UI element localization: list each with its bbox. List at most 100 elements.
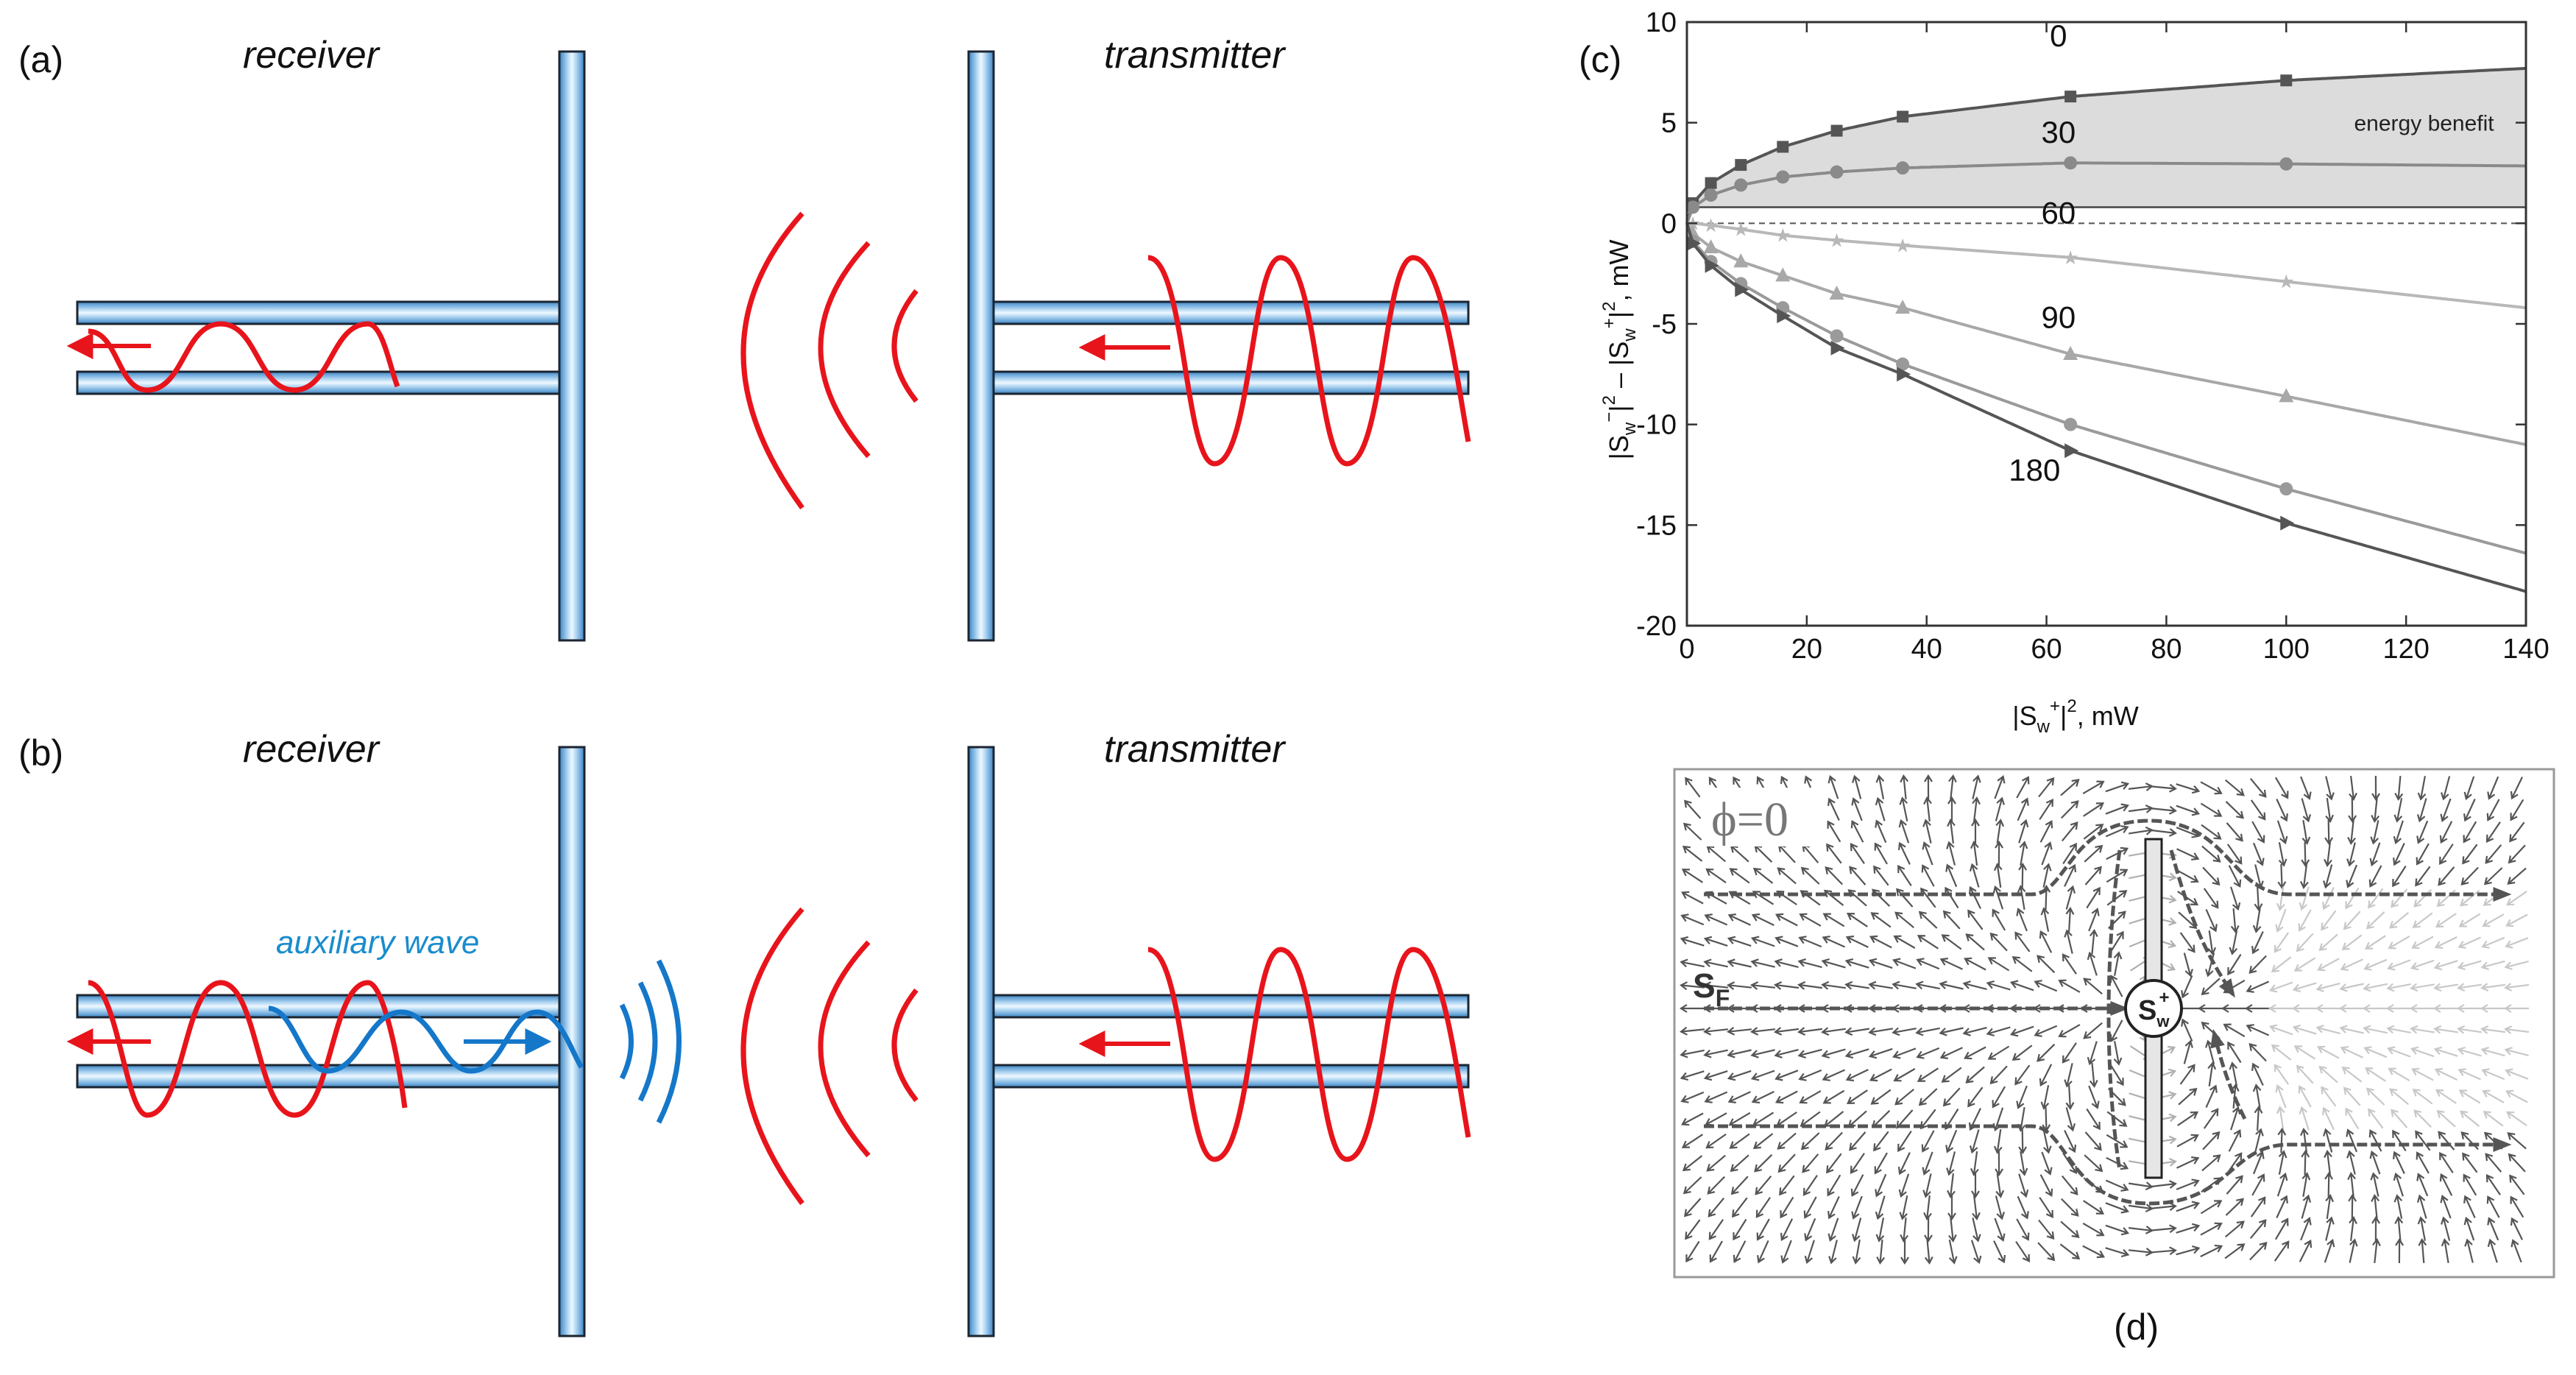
field-arrow — [2457, 1025, 2482, 1034]
field-arrow — [2105, 1224, 2130, 1236]
field-arrow — [1681, 1134, 1704, 1148]
field-arrow — [1994, 775, 2006, 799]
field-arrow — [2083, 1200, 2105, 1215]
field-arrow — [2042, 863, 2052, 888]
field-arrow — [1965, 1066, 1985, 1084]
curve-label-180: 180 — [2009, 453, 2060, 487]
series-marker-180 — [1897, 367, 1911, 382]
field-arrow — [2324, 1238, 2335, 1263]
x-tick-label: 120 — [2382, 634, 2429, 665]
field-arrow — [1777, 1153, 1796, 1173]
received-wave — [88, 321, 400, 393]
field-arrow — [2252, 1150, 2265, 1175]
field-arrow — [2062, 842, 2077, 865]
field-arrow — [1939, 958, 1963, 970]
field-arrow — [1821, 980, 1846, 990]
field-arrow — [2298, 909, 2312, 932]
field-arrow — [2458, 1089, 2481, 1104]
field-arrow — [1987, 1045, 2010, 1060]
field-arrow — [1995, 819, 2005, 844]
field-arrow — [1892, 1027, 1917, 1036]
field-arrow — [2457, 983, 2482, 992]
field-arrow — [1821, 1027, 1846, 1036]
field-arrow — [2483, 1111, 2504, 1127]
field-arrow — [2223, 1023, 2246, 1038]
field-arrow — [1730, 1176, 1749, 1195]
series-marker-180 — [1705, 258, 1719, 273]
field-arrow — [1708, 1219, 1724, 1240]
field-arrow — [1873, 1131, 1889, 1152]
field-arrow — [2201, 824, 2222, 840]
field-arrow — [2339, 983, 2364, 992]
radiated-wavefronts — [740, 907, 919, 1206]
field-arrow — [1941, 934, 1962, 950]
field-arrow — [1682, 845, 1703, 862]
field-arrow — [2372, 1238, 2381, 1264]
field-arrow — [2393, 843, 2405, 866]
field-arrow — [1947, 819, 1956, 844]
field-arrow — [2346, 864, 2358, 888]
field-arrow — [2106, 846, 2129, 860]
x-tick-label: 140 — [2502, 634, 2549, 665]
field-arrow — [2037, 1242, 2056, 1262]
field-arrow — [1729, 1133, 1750, 1149]
x-tick-label: 100 — [2263, 634, 2310, 665]
field-arrow — [2128, 782, 2154, 791]
field-arrow — [2229, 1061, 2238, 1086]
field-arrow — [1732, 1197, 1748, 1218]
field-arrow — [2410, 1025, 2435, 1034]
field-arrow — [1703, 1027, 1729, 1036]
field-arrow — [1967, 909, 1984, 930]
field-arrow — [1750, 1049, 1775, 1058]
series-marker-60: ★ — [1702, 215, 1719, 237]
field-arrow — [2480, 1004, 2505, 1013]
field-arrow — [2315, 1004, 2340, 1013]
field-arrow — [1939, 1047, 1963, 1059]
field-arrow — [2460, 866, 2479, 886]
field-arrow — [2485, 821, 2501, 844]
field-arrow — [1774, 958, 1799, 968]
field-arrow — [2299, 1106, 2310, 1131]
field-arrow — [2276, 820, 2288, 845]
field-arrow — [2183, 952, 2193, 978]
field-arrow — [1969, 1129, 1980, 1154]
field-arrow — [1892, 958, 1917, 969]
field-arrow — [1850, 819, 1864, 843]
field-arrow — [2299, 1239, 2313, 1262]
field-arrow — [2201, 978, 2221, 996]
y-tick-label: -10 — [1636, 410, 1677, 441]
field-arrow — [2083, 824, 2104, 840]
field-arrow — [1922, 1173, 1932, 1198]
field-arrow — [1821, 958, 1846, 969]
field-arrow — [1751, 1091, 1774, 1104]
field-arrow — [2435, 913, 2457, 928]
field-arrow — [2065, 906, 2075, 933]
field-arrow — [2347, 1172, 2356, 1198]
field-arrow — [1917, 1067, 1939, 1082]
field-arrow — [1774, 1049, 1799, 1058]
series-marker-180 — [1830, 340, 1845, 356]
field-arrow — [2296, 1064, 2314, 1084]
field-arrow — [2371, 1215, 2381, 1242]
field-arrow — [2086, 886, 2101, 909]
field-arrow — [2039, 1174, 2053, 1198]
field-arrow — [2340, 1046, 2363, 1058]
field-arrow — [1968, 886, 1981, 909]
field-arrow — [2018, 1128, 2028, 1155]
field-arrow — [2129, 826, 2154, 835]
field-arrow — [2278, 842, 2287, 867]
field-arrow — [2487, 776, 2499, 800]
field-arrow — [1727, 936, 1752, 947]
field-arrow — [2463, 799, 2476, 822]
field-arrow — [2083, 802, 2105, 817]
field-arrow — [2510, 1217, 2523, 1240]
series-line-180 — [1685, 222, 2527, 593]
field-arrow — [1992, 1086, 2006, 1109]
series-marker-unlabeled — [1896, 357, 1910, 371]
field-arrow — [2106, 869, 2129, 883]
field-arrow — [1774, 1070, 1799, 1081]
field-arrow — [2088, 1085, 2100, 1109]
field-arrow — [2058, 1024, 2081, 1038]
field-arrow — [1827, 774, 1839, 799]
field-arrow — [2128, 804, 2154, 813]
